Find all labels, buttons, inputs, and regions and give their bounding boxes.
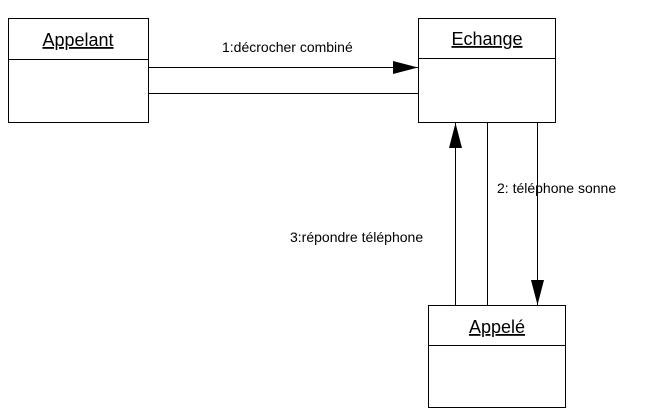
object-appele[interactable]: Appelé (428, 305, 566, 408)
message-3-label: 3:répondre téléphone (290, 229, 423, 245)
object-echange[interactable]: Echange (418, 18, 556, 123)
object-appelant-name: Appelant (42, 30, 113, 50)
object-echange-name: Echange (451, 29, 522, 49)
object-appele-name: Appelé (469, 317, 525, 337)
object-appelant-box (8, 18, 149, 123)
link-appelant-echange: 1:décrocher combiné (148, 39, 419, 94)
message-3-arrowhead (449, 123, 462, 148)
object-appelant[interactable]: Appelant (8, 18, 149, 123)
message-2-arrowhead (531, 280, 544, 305)
message-1-label: 1:décrocher combiné (222, 39, 353, 55)
object-echange-box (418, 18, 556, 123)
message-1-arrowhead (393, 61, 418, 74)
link-echange-appele: 3:répondre téléphone 2: téléphone sonne (290, 123, 616, 305)
object-appele-box (428, 305, 566, 408)
message-2-label: 2: téléphone sonne (497, 180, 616, 196)
